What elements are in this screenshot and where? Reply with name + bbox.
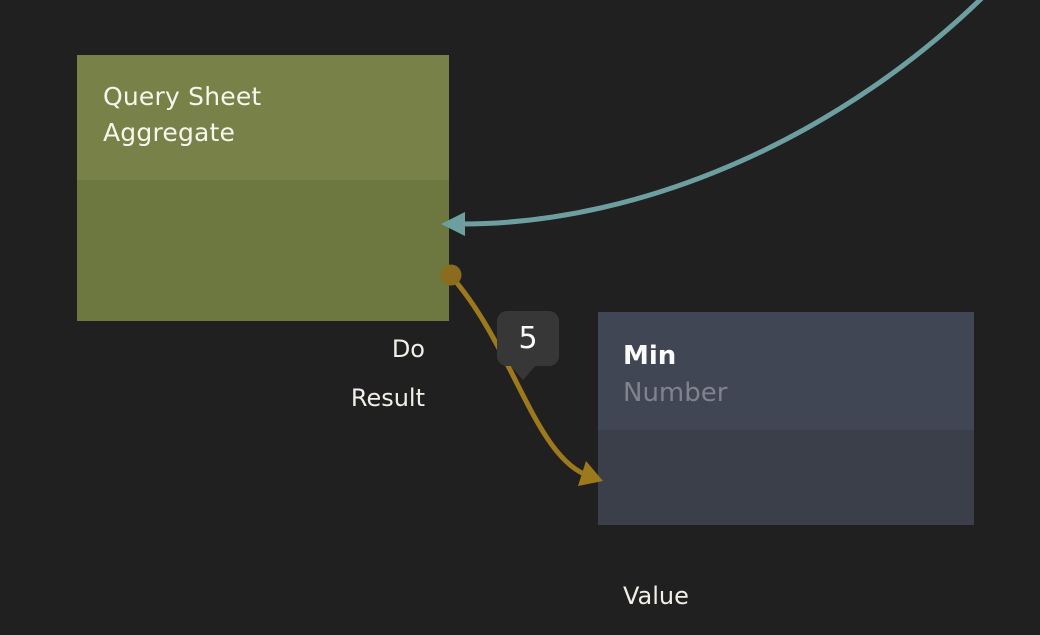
port-value[interactable]: Value — [623, 581, 689, 611]
wire-value-label: 5 — [518, 321, 538, 356]
node-query-sheet-aggregate[interactable]: Query Sheet Aggregate Do Result — [77, 55, 449, 412]
node-subtitle: Number — [623, 378, 728, 408]
port-label: Do — [391, 335, 425, 363]
node-body: Do Result — [77, 180, 449, 412]
port-do[interactable]: Do — [392, 334, 425, 364]
node-title: Min — [623, 341, 677, 371]
badge-tail — [509, 364, 537, 380]
node-min[interactable]: Min Number Value — [598, 312, 974, 610]
node-body: Value — [598, 430, 974, 610]
wire-value-badge[interactable]: 5 — [497, 311, 559, 380]
port-label: Result — [350, 384, 425, 412]
node-title: Query Sheet Aggregate — [103, 82, 262, 147]
port-label: Value — [623, 582, 689, 610]
node-header[interactable]: Min Number — [598, 312, 974, 430]
node-header[interactable]: Query Sheet Aggregate — [77, 55, 449, 180]
port-result[interactable]: Result — [351, 383, 425, 413]
